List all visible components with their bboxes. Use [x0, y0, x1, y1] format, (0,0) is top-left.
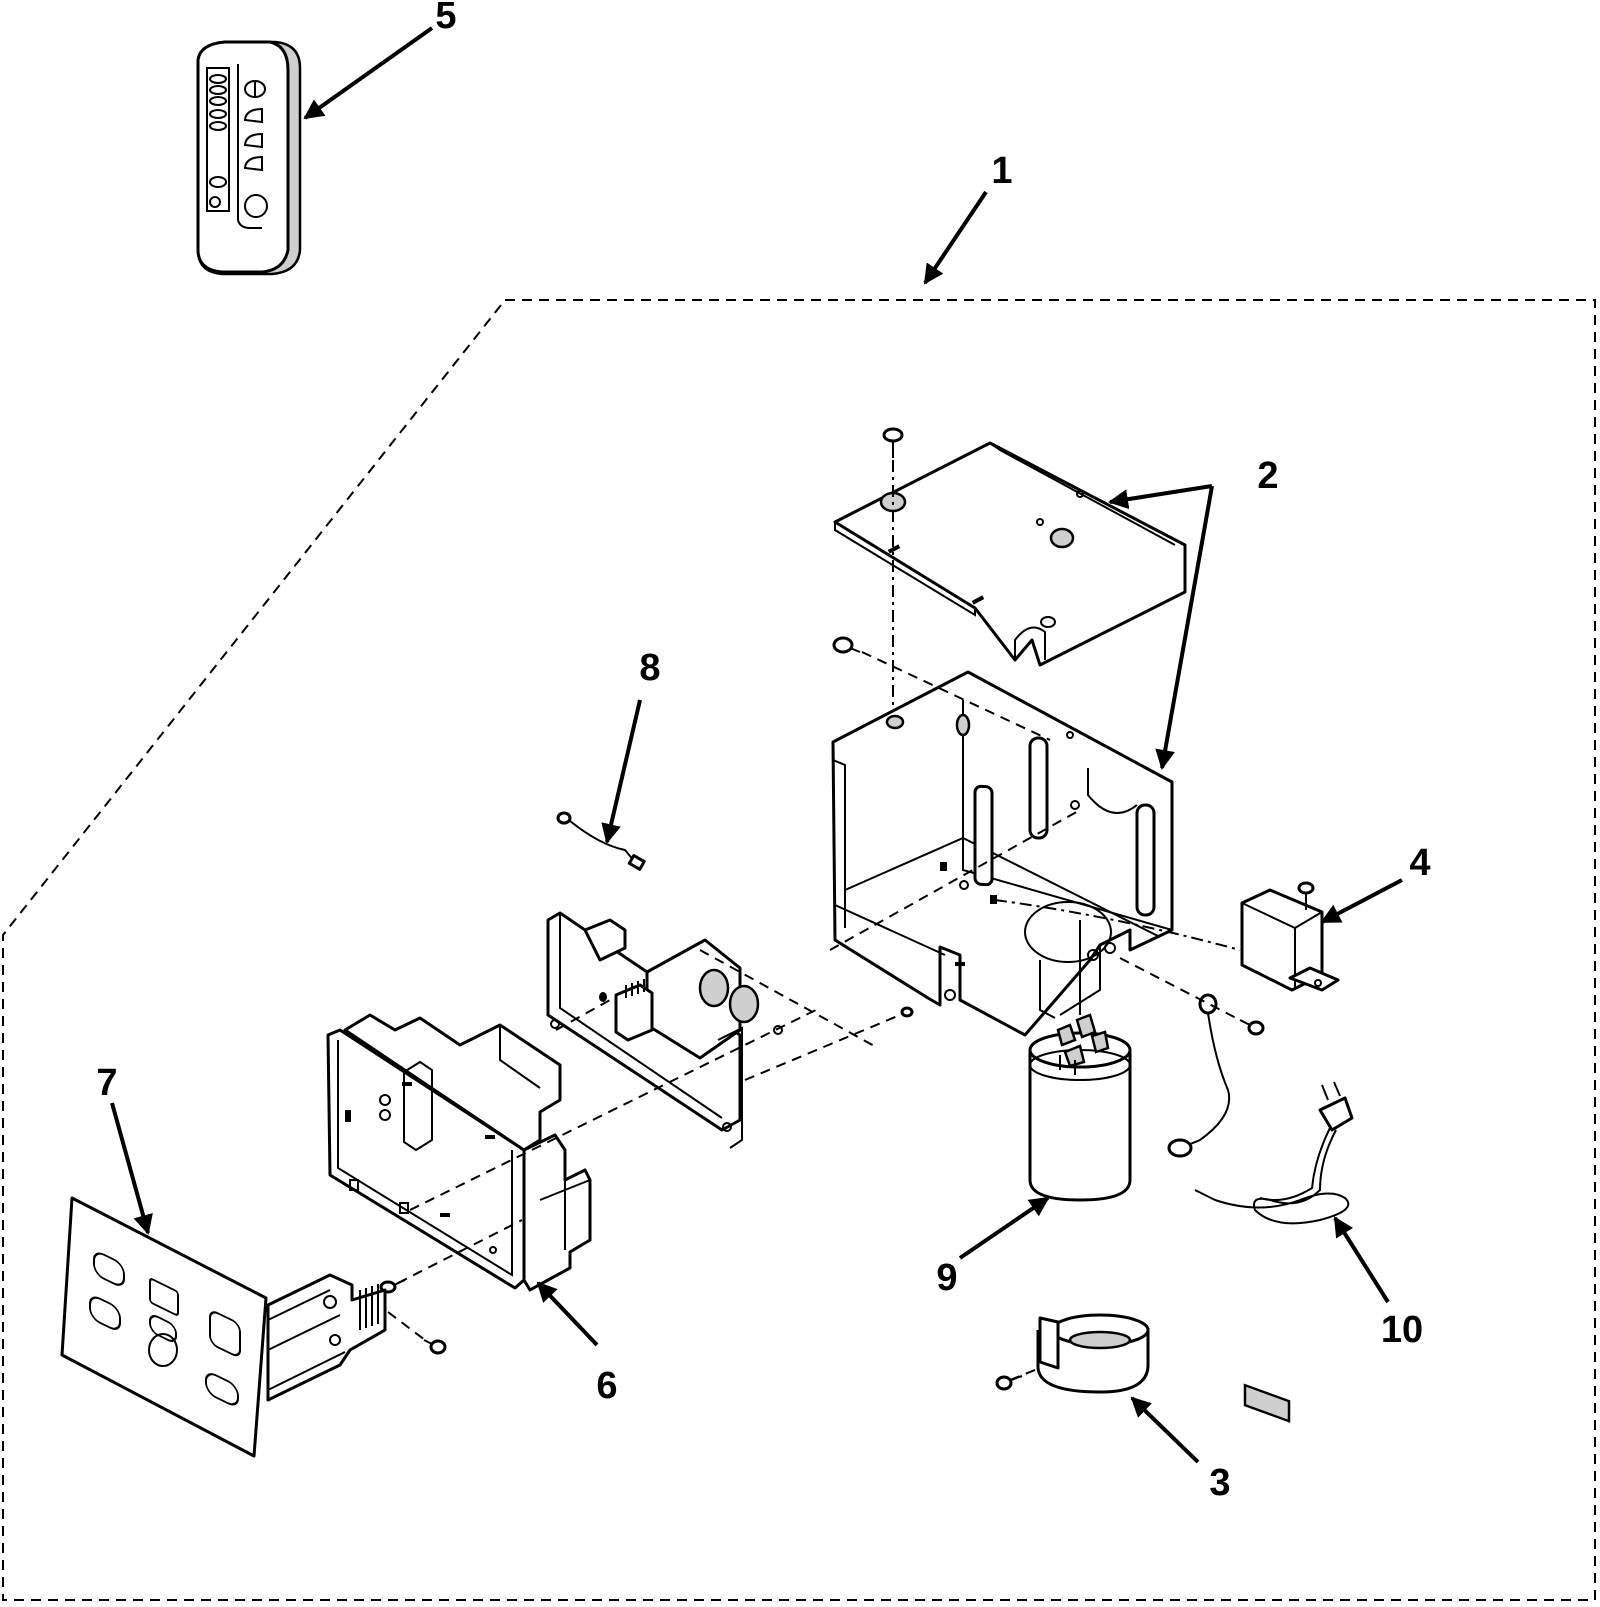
callout-8-leader: [601, 699, 642, 844]
capacitor: [1028, 1013, 1132, 1202]
callout-10-leader: [1333, 1216, 1390, 1304]
case-screw-path: [861, 651, 1051, 741]
housing-screw-path: [397, 1219, 523, 1284]
pcb-board: [546, 911, 783, 1149]
cover-screw: [882, 427, 904, 458]
callout-2-leader-b: [1155, 485, 1214, 770]
callout-3: 3: [1209, 1462, 1230, 1504]
callout-4: 4: [1409, 842, 1430, 884]
control-box-cover: [833, 441, 1187, 667]
callout-3-leader: [1130, 1396, 1200, 1464]
capacitor-clamp: [1036, 1313, 1150, 1394]
callout-9: 9: [936, 1257, 957, 1299]
clamp-screw: [995, 1375, 1023, 1391]
control-panel-housing: [326, 1013, 592, 1292]
control-box-case: [831, 670, 1174, 1037]
callout-9-leader: [958, 1196, 1050, 1260]
panel-screw: [423, 1339, 447, 1355]
callout-5: 5: [435, 0, 456, 37]
callout-4-leader: [1320, 878, 1403, 924]
callout-5-leader: [303, 26, 434, 120]
pcb-screw: [900, 1006, 914, 1018]
wire-harness: [556, 811, 646, 871]
pcb-alignment-low: [744, 1014, 901, 1081]
callout-8: 8: [639, 647, 660, 689]
callout-7: 7: [96, 1062, 117, 1104]
housing-alignment-path: [409, 1007, 821, 1211]
callout-2-leader-a: [1108, 484, 1213, 510]
ground-wire: [1167, 993, 1231, 1158]
ground-screw: [1239, 1019, 1265, 1036]
pcb-alignment-mid: [555, 999, 611, 1031]
callout-1-leader: [923, 190, 988, 285]
case-screw: [832, 636, 861, 654]
transformer-wire-path: [994, 899, 1241, 951]
ground-screw-path: [1119, 957, 1241, 1021]
callout-7-leader: [110, 1102, 153, 1235]
callout-10: 10: [1381, 1309, 1423, 1351]
assembly-boundary: [1, 299, 1596, 1601]
front-panel: [60, 1196, 387, 1458]
callout-1: 1: [991, 150, 1012, 192]
transformer: [1240, 881, 1340, 1423]
panel-screw-path: [387, 1311, 426, 1341]
callout-6: 6: [596, 1365, 617, 1407]
power-cord: [1194, 1081, 1354, 1225]
callout-6-leader: [536, 1281, 599, 1347]
board-alignment-path: [829, 809, 1081, 951]
callout-2: 2: [1257, 455, 1278, 497]
remote-controller: [196, 40, 302, 276]
